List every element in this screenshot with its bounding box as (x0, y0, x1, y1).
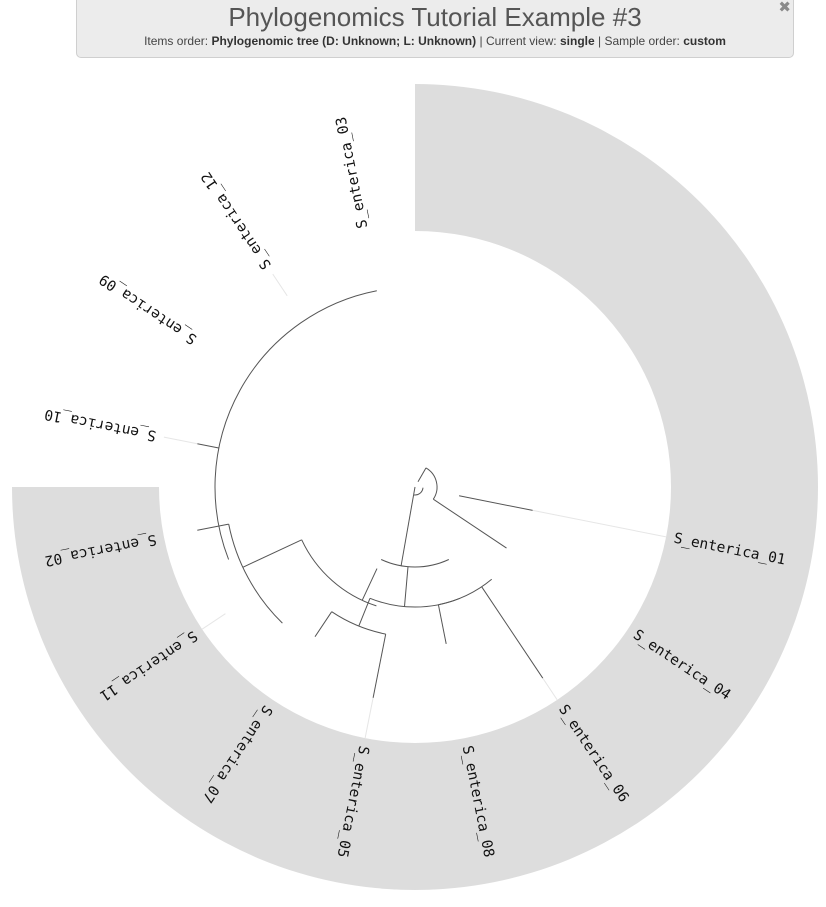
branch-arc (214, 290, 377, 560)
branch-line (404, 566, 409, 607)
branch-layer (163, 273, 667, 739)
branch-arc (331, 611, 386, 635)
branch-line (372, 634, 387, 698)
branch-line (437, 604, 447, 644)
branch-arc (369, 597, 461, 608)
sample-order-label: Sample order: (604, 34, 680, 48)
ring-layer (12, 84, 818, 890)
branch-line (197, 443, 219, 449)
branch-line (459, 495, 533, 511)
branch-arc (228, 524, 283, 624)
leaf-guide-line (364, 697, 374, 739)
leaf-guide-line (201, 613, 226, 630)
ring-band (12, 84, 818, 890)
title-panel: Phylogenomics Tutorial Example #3 Items … (76, 0, 794, 58)
branch-line (417, 467, 427, 483)
separator: | (598, 34, 602, 48)
page-title: Phylogenomics Tutorial Example #3 (228, 2, 642, 32)
branch-line (400, 494, 415, 566)
leaf-label: S_enterica_10 (43, 406, 157, 444)
branch-line (413, 486, 416, 495)
leaf-label: S_enterica_09 (97, 271, 200, 347)
branch-arc (301, 539, 377, 607)
branch-line (197, 523, 229, 531)
sample-order-value: custom (683, 34, 726, 48)
items-order-value: Phylogenomic tree (D: Unknown; L: Unknow… (211, 34, 477, 48)
branch-arc (380, 559, 450, 568)
branch-arc (438, 578, 493, 606)
subtitle: Items order: Phylogenomic tree (D: Unkno… (77, 34, 793, 48)
branch-arc (425, 467, 438, 500)
leaf-label: S_enterica_12 (199, 169, 275, 272)
current-view-label: Current view: (485, 34, 557, 48)
branch-line (242, 539, 302, 568)
leaf-guide-line (272, 273, 288, 297)
items-order-label: Items order: (144, 34, 209, 48)
branch-line (481, 586, 544, 679)
leaf-guide-line (532, 509, 667, 538)
current-view-value: single (559, 34, 595, 48)
leaf-guide-line (542, 677, 558, 701)
close-icon[interactable]: ✖ (778, 0, 791, 16)
branch-arc (413, 487, 424, 496)
separator: | (479, 34, 483, 48)
leaf-label: S_enterica_03 (334, 115, 372, 229)
branch-line (314, 611, 333, 637)
branch-line (433, 498, 507, 549)
leaf-guide-line (163, 436, 198, 445)
branch-line (361, 568, 378, 601)
